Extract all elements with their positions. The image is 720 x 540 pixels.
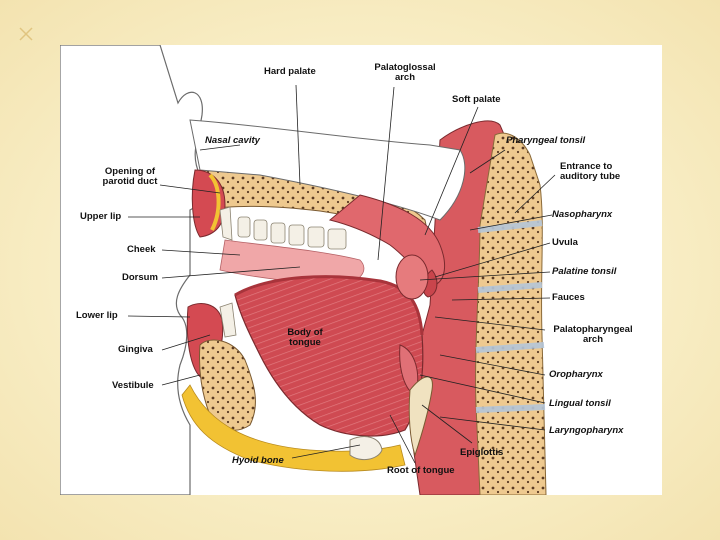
label-dorsum: Dorsum [122,272,158,283]
label-hard-palate: Hard palate [264,66,316,77]
upper-teeth [219,206,347,250]
label-lingual-tonsil: Lingual tonsil [549,398,611,409]
nasal-cavity-region [189,119,466,221]
label-palatopharyngeal-arch: Palatopharyngeal arch [553,324,633,345]
tongue [234,276,424,437]
label-nasopharynx: Nasopharynx [552,209,613,220]
label-gingiva: Gingiva [118,344,153,355]
tongue-dorsum [234,275,424,336]
label-fauces: Fauces [552,292,585,303]
label-upper-lip: Upper lip [80,211,122,222]
label-soft-palate: Soft palate [452,94,501,105]
lower-tooth [219,302,237,338]
vertebral-column [475,132,547,495]
label-pharyngeal-tonsil: Pharyngeal tonsil [506,135,586,146]
label-palatoglossal-arch: Palatoglossal arch [374,62,436,83]
label-entrance-auditory-tube: Entrance to auditory tube [560,161,621,182]
oral-cavity-illustration [60,45,620,495]
mandible [199,339,256,431]
label-root-of-tongue: Root of tongue [387,465,455,476]
label-oropharynx: Oropharynx [549,369,603,380]
label-body-of-tongue: Body of tongue [287,327,323,348]
label-opening-parotid-duct: Opening of parotid duct [102,166,158,187]
leader-lines [127,84,556,464]
label-epiglottis: Epiglottis [460,447,504,458]
anatomy-figure: Hard palate Palatoglossal arch Soft pala… [60,45,662,495]
label-hyoid-bone: Hyoid bone [232,455,284,466]
label-nasal-cavity: Nasal cavity [205,135,260,146]
label-cheek: Cheek [127,244,156,255]
skin-outline [60,45,205,495]
palatine-tonsil-shape [395,254,429,300]
label-uvula: Uvula [552,237,578,248]
chin-fat [181,384,406,472]
label-vestibule: Vestibule [112,380,154,391]
hyoid-bone-shape [349,436,383,461]
label-palatine-tonsil: Palatine tonsil [552,266,617,277]
label-lower-lip: Lower lip [76,310,118,321]
label-laryngopharynx: Laryngopharynx [549,425,624,436]
